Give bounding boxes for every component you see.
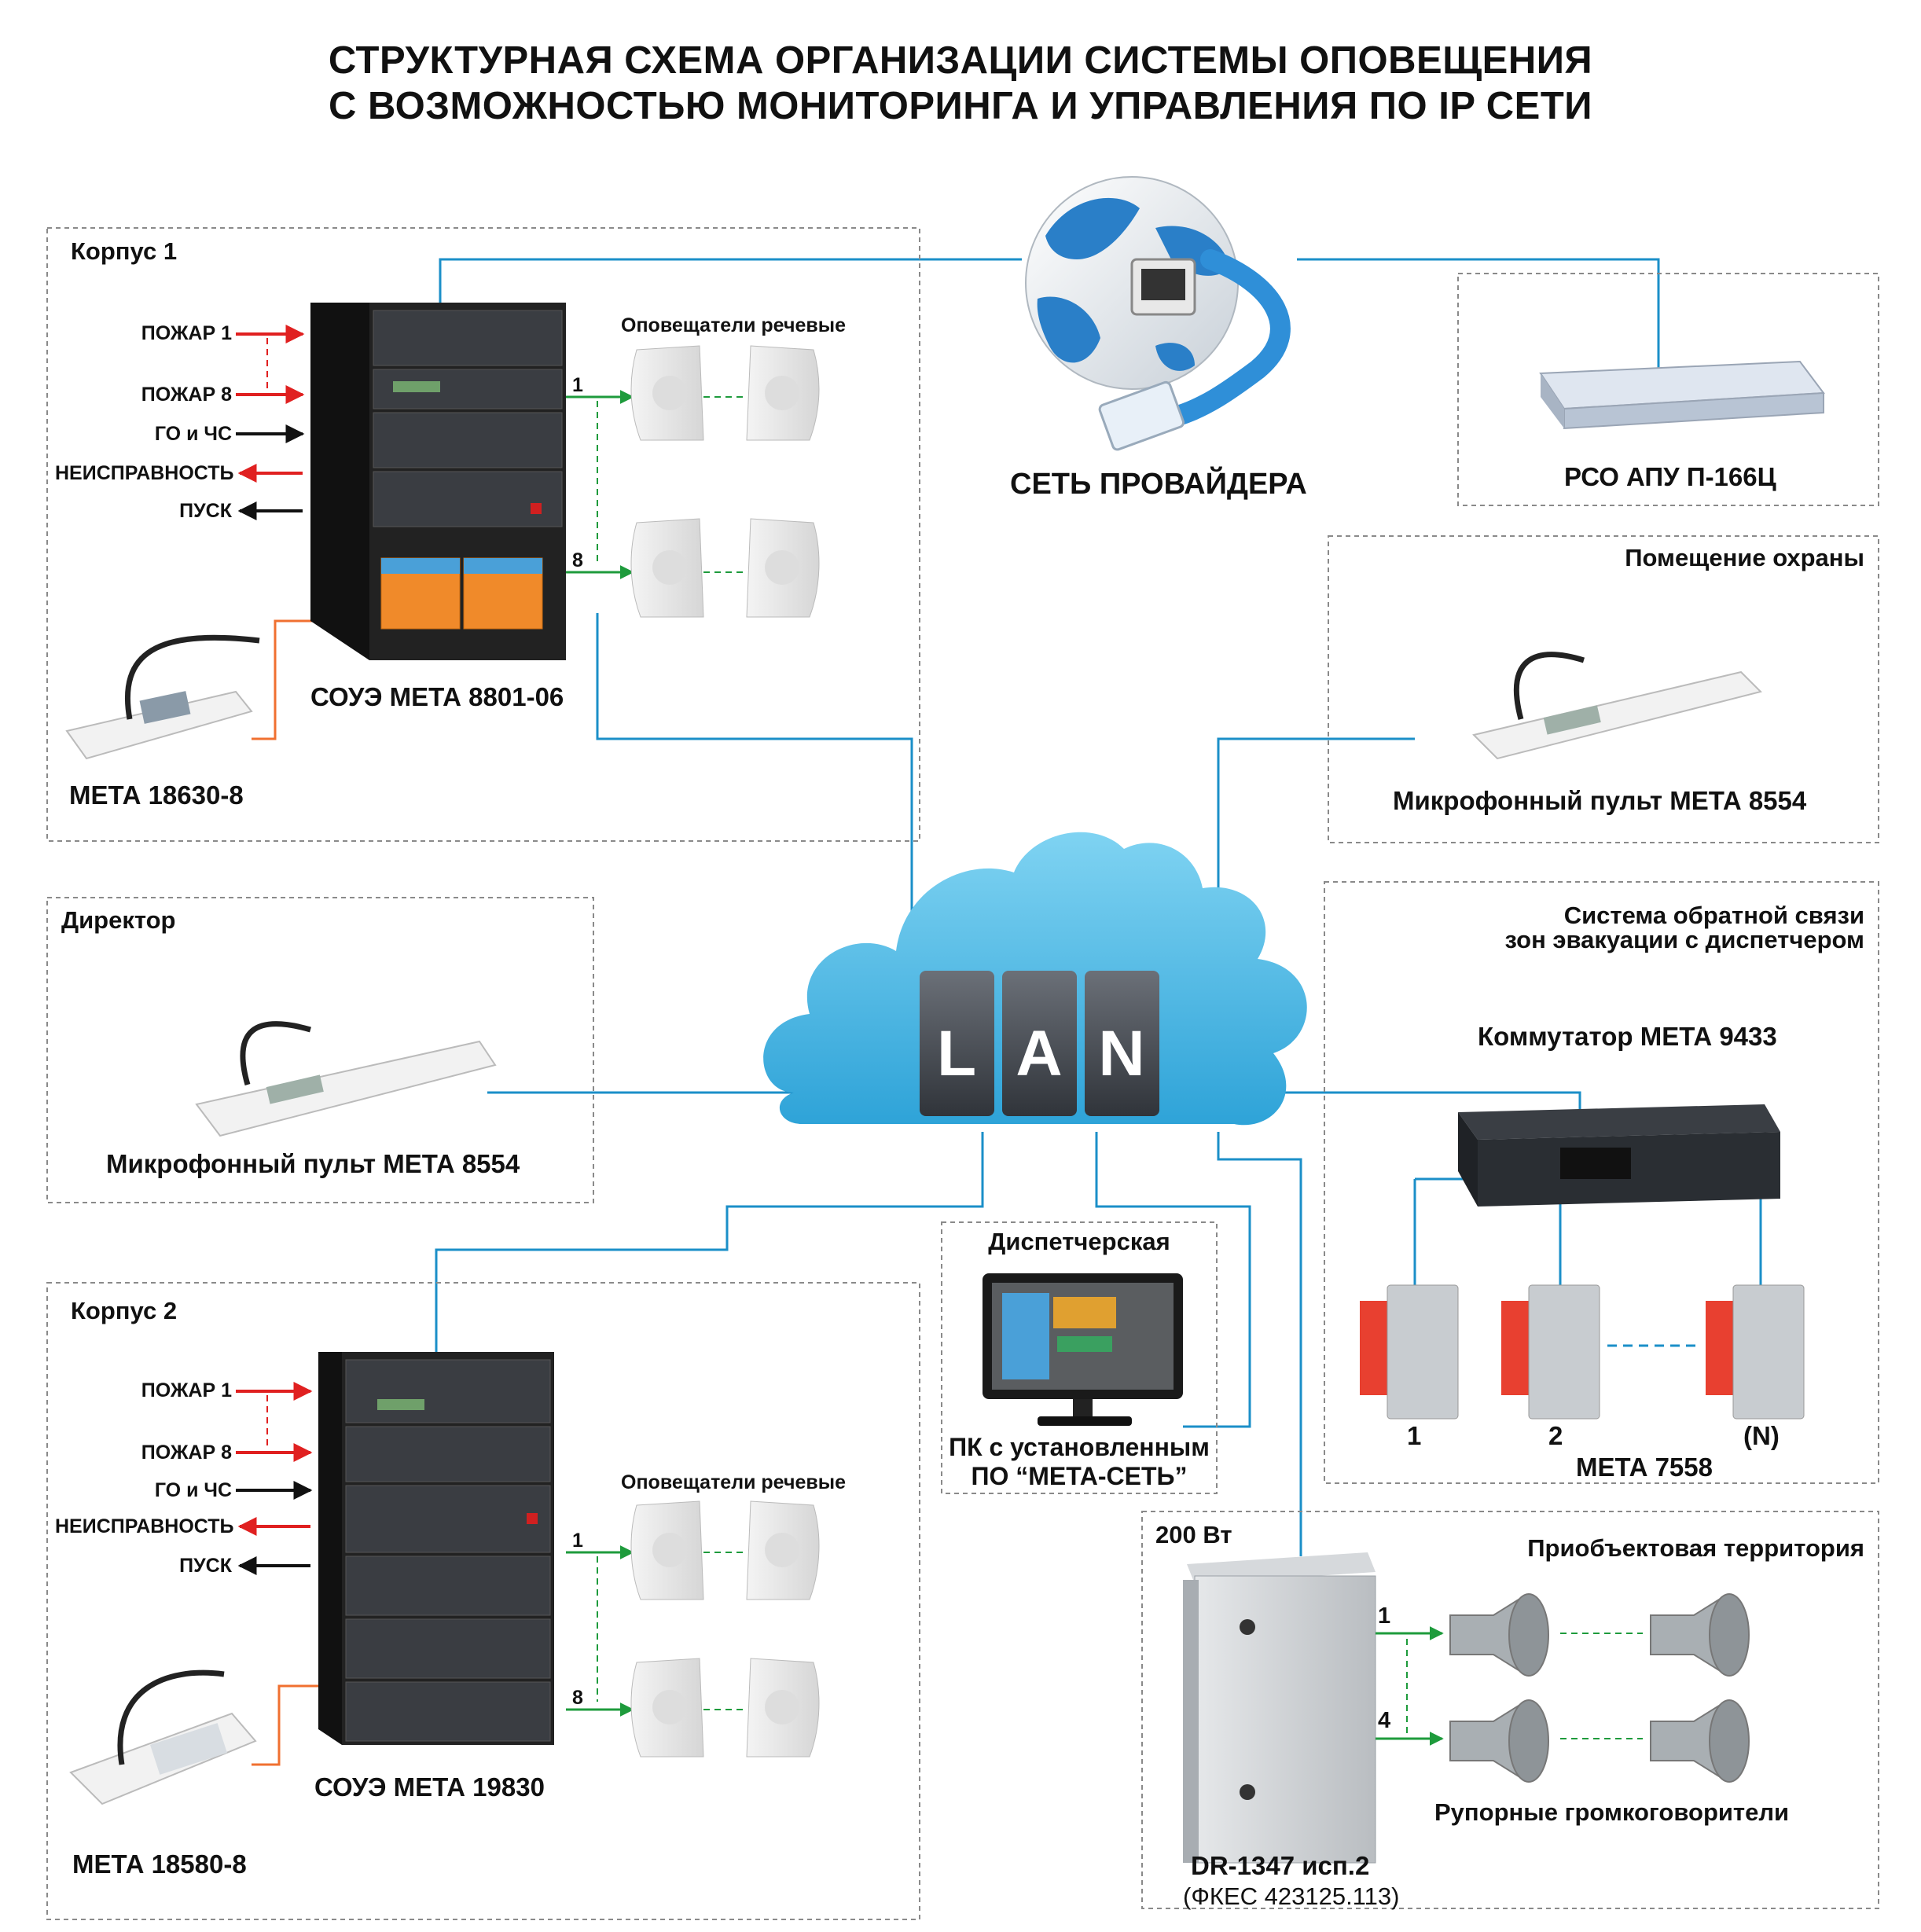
frame-director [46,897,594,1203]
b2-signal-go: ГО и ЧС [154,1479,232,1501]
dispatch-pc [983,1273,1183,1426]
link-lan-building2 [435,1132,984,1356]
frame-dispatch [941,1221,1218,1494]
link-building1-provider [439,258,1022,307]
building2-title: Корпус 2 [71,1297,178,1324]
console-18580 [69,1669,257,1805]
rack1-label: СОУЭ МЕТА 8801-06 [310,682,564,711]
b2-signal-fire1: ПОЖАР 1 [141,1379,232,1401]
lan-cloud: L A N [763,832,1307,1126]
console1-label: МЕТА 18630-8 [69,781,244,810]
provider-globe [1025,176,1291,451]
guard-title: Помещение охраны [1625,544,1864,571]
lan-letter-l: L [937,1018,976,1089]
cabinet-code: (ФКЕС 423125.113) [1183,1882,1400,1910]
switch-label: Коммутатор МЕТА 9433 [1478,1022,1777,1051]
b1-speakers-title: Оповещатели речевые [621,314,846,336]
b2-line-8: 8 [572,1687,583,1709]
feedback-title-1: Система обратной связи [1563,902,1864,929]
lan-block-l [920,971,994,1116]
rack2-label: СОУЭ МЕТА 19830 [314,1772,545,1802]
rack-8801 [310,303,566,660]
building2-speakers [630,1500,820,1758]
link-lan-pc [1095,1132,1251,1428]
provider-label: СЕТЬ ПРОВАЙДЕРА [1010,468,1307,501]
horn-speakers [1449,1593,1750,1783]
rso-device [1539,360,1825,430]
link-console1-rack [252,619,314,740]
dispatch-title: Диспетчерская [988,1228,1170,1255]
frame-outdoor [1141,1511,1879,1909]
outdoor-horn-lines [1376,1626,1643,1746]
building1-signal-arrows [236,325,305,520]
b1-signal-fire1: ПОЖАР 1 [141,322,232,344]
panels-label: МЕТА 7558 [1576,1453,1713,1482]
feedback-panels [1360,1284,1805,1420]
b2-signal-start: ПУСК [179,1555,232,1577]
cabinet-dr1347 [1183,1552,1376,1864]
b2-line-1: 1 [572,1530,583,1552]
switch-9433 [1458,1104,1780,1207]
building1-title: Корпус 1 [71,237,178,265]
b2-speakers-title: Оповещатели речевые [621,1471,846,1493]
link-building1-lan [596,613,913,912]
b1-line-1: 1 [572,374,583,396]
pc-label-2: ПО “МЕТА-СЕТЬ” [971,1462,1188,1490]
frame-guard [1328,535,1879,843]
console-guard-8554 [1472,652,1762,760]
frame-building2 [46,1282,920,1920]
building1-speakers [630,345,820,618]
b1-signal-fire8: ПОЖАР 8 [141,384,232,406]
guard-console-label: Микрофонный пульт МЕТА 8554 [1393,786,1807,815]
horns-label: Рупорные громкоговорители [1434,1798,1790,1826]
b1-signal-go: ГО и ЧС [154,423,232,445]
console-18630 [65,634,260,760]
lan-block-a [1002,971,1077,1116]
cabinet-label: DR-1347 исп.2 [1191,1851,1370,1880]
outdoor-title: Приобъектовая территория [1527,1534,1864,1562]
rack-19830 [318,1352,554,1745]
diagram-title-line-2: С ВОЗМОЖНОСТЬЮ МОНИТОРИНГА И УПРАВЛЕНИЯ … [328,85,1592,127]
frame-building1 [46,227,920,842]
console2-label: МЕТА 18580-8 [72,1849,247,1879]
building2-speaker-lines [566,1545,743,1717]
pc-label-1: ПК с установленным [949,1433,1210,1461]
lan-block-n [1085,971,1159,1116]
panel-number-n: (N) [1743,1421,1780,1450]
outdoor-line-4: 4 [1378,1708,1391,1733]
building2-signal-arrows [236,1382,313,1575]
b2-signal-fault: НЕИСПРАВНОСТЬ [55,1515,234,1537]
panel-number-2: 2 [1548,1421,1563,1450]
console-director-8554 [195,1021,497,1137]
b1-line-8: 8 [572,549,583,571]
panel-number-1: 1 [1407,1421,1422,1450]
power-label: 200 Вт [1155,1521,1232,1548]
link-console2-rack [252,1684,322,1766]
lan-letter-n: N [1098,1018,1144,1089]
b1-signal-start: ПУСК [179,500,232,522]
b1-signal-fault: НЕИСПРАВНОСТЬ [55,462,234,484]
feedback-title-2: зон эвакуации с диспетчером [1504,926,1865,953]
lan-letter-a: A [1016,1018,1062,1089]
director-console-label: Микрофонный пульт МЕТА 8554 [106,1149,520,1178]
rso-label: РСО АПУ П-166Ц [1564,462,1776,491]
link-lan-cabinet [1217,1132,1302,1556]
diagram-title-line-1: СТРУКТУРНАЯ СХЕМА ОРГАНИЗАЦИИ СИСТЕМЫ ОП… [328,39,1593,82]
link-provider-rso [1297,258,1660,369]
frame-feedback [1324,881,1879,1484]
building1-speaker-lines [566,390,743,579]
zone-frames [46,227,1879,1920]
frame-rso [1457,273,1879,506]
director-title: Директор [61,906,176,934]
console-links [252,619,322,1766]
network-links [435,258,1762,1556]
outdoor-line-1: 1 [1378,1603,1391,1629]
b2-signal-fire8: ПОЖАР 8 [141,1442,232,1464]
